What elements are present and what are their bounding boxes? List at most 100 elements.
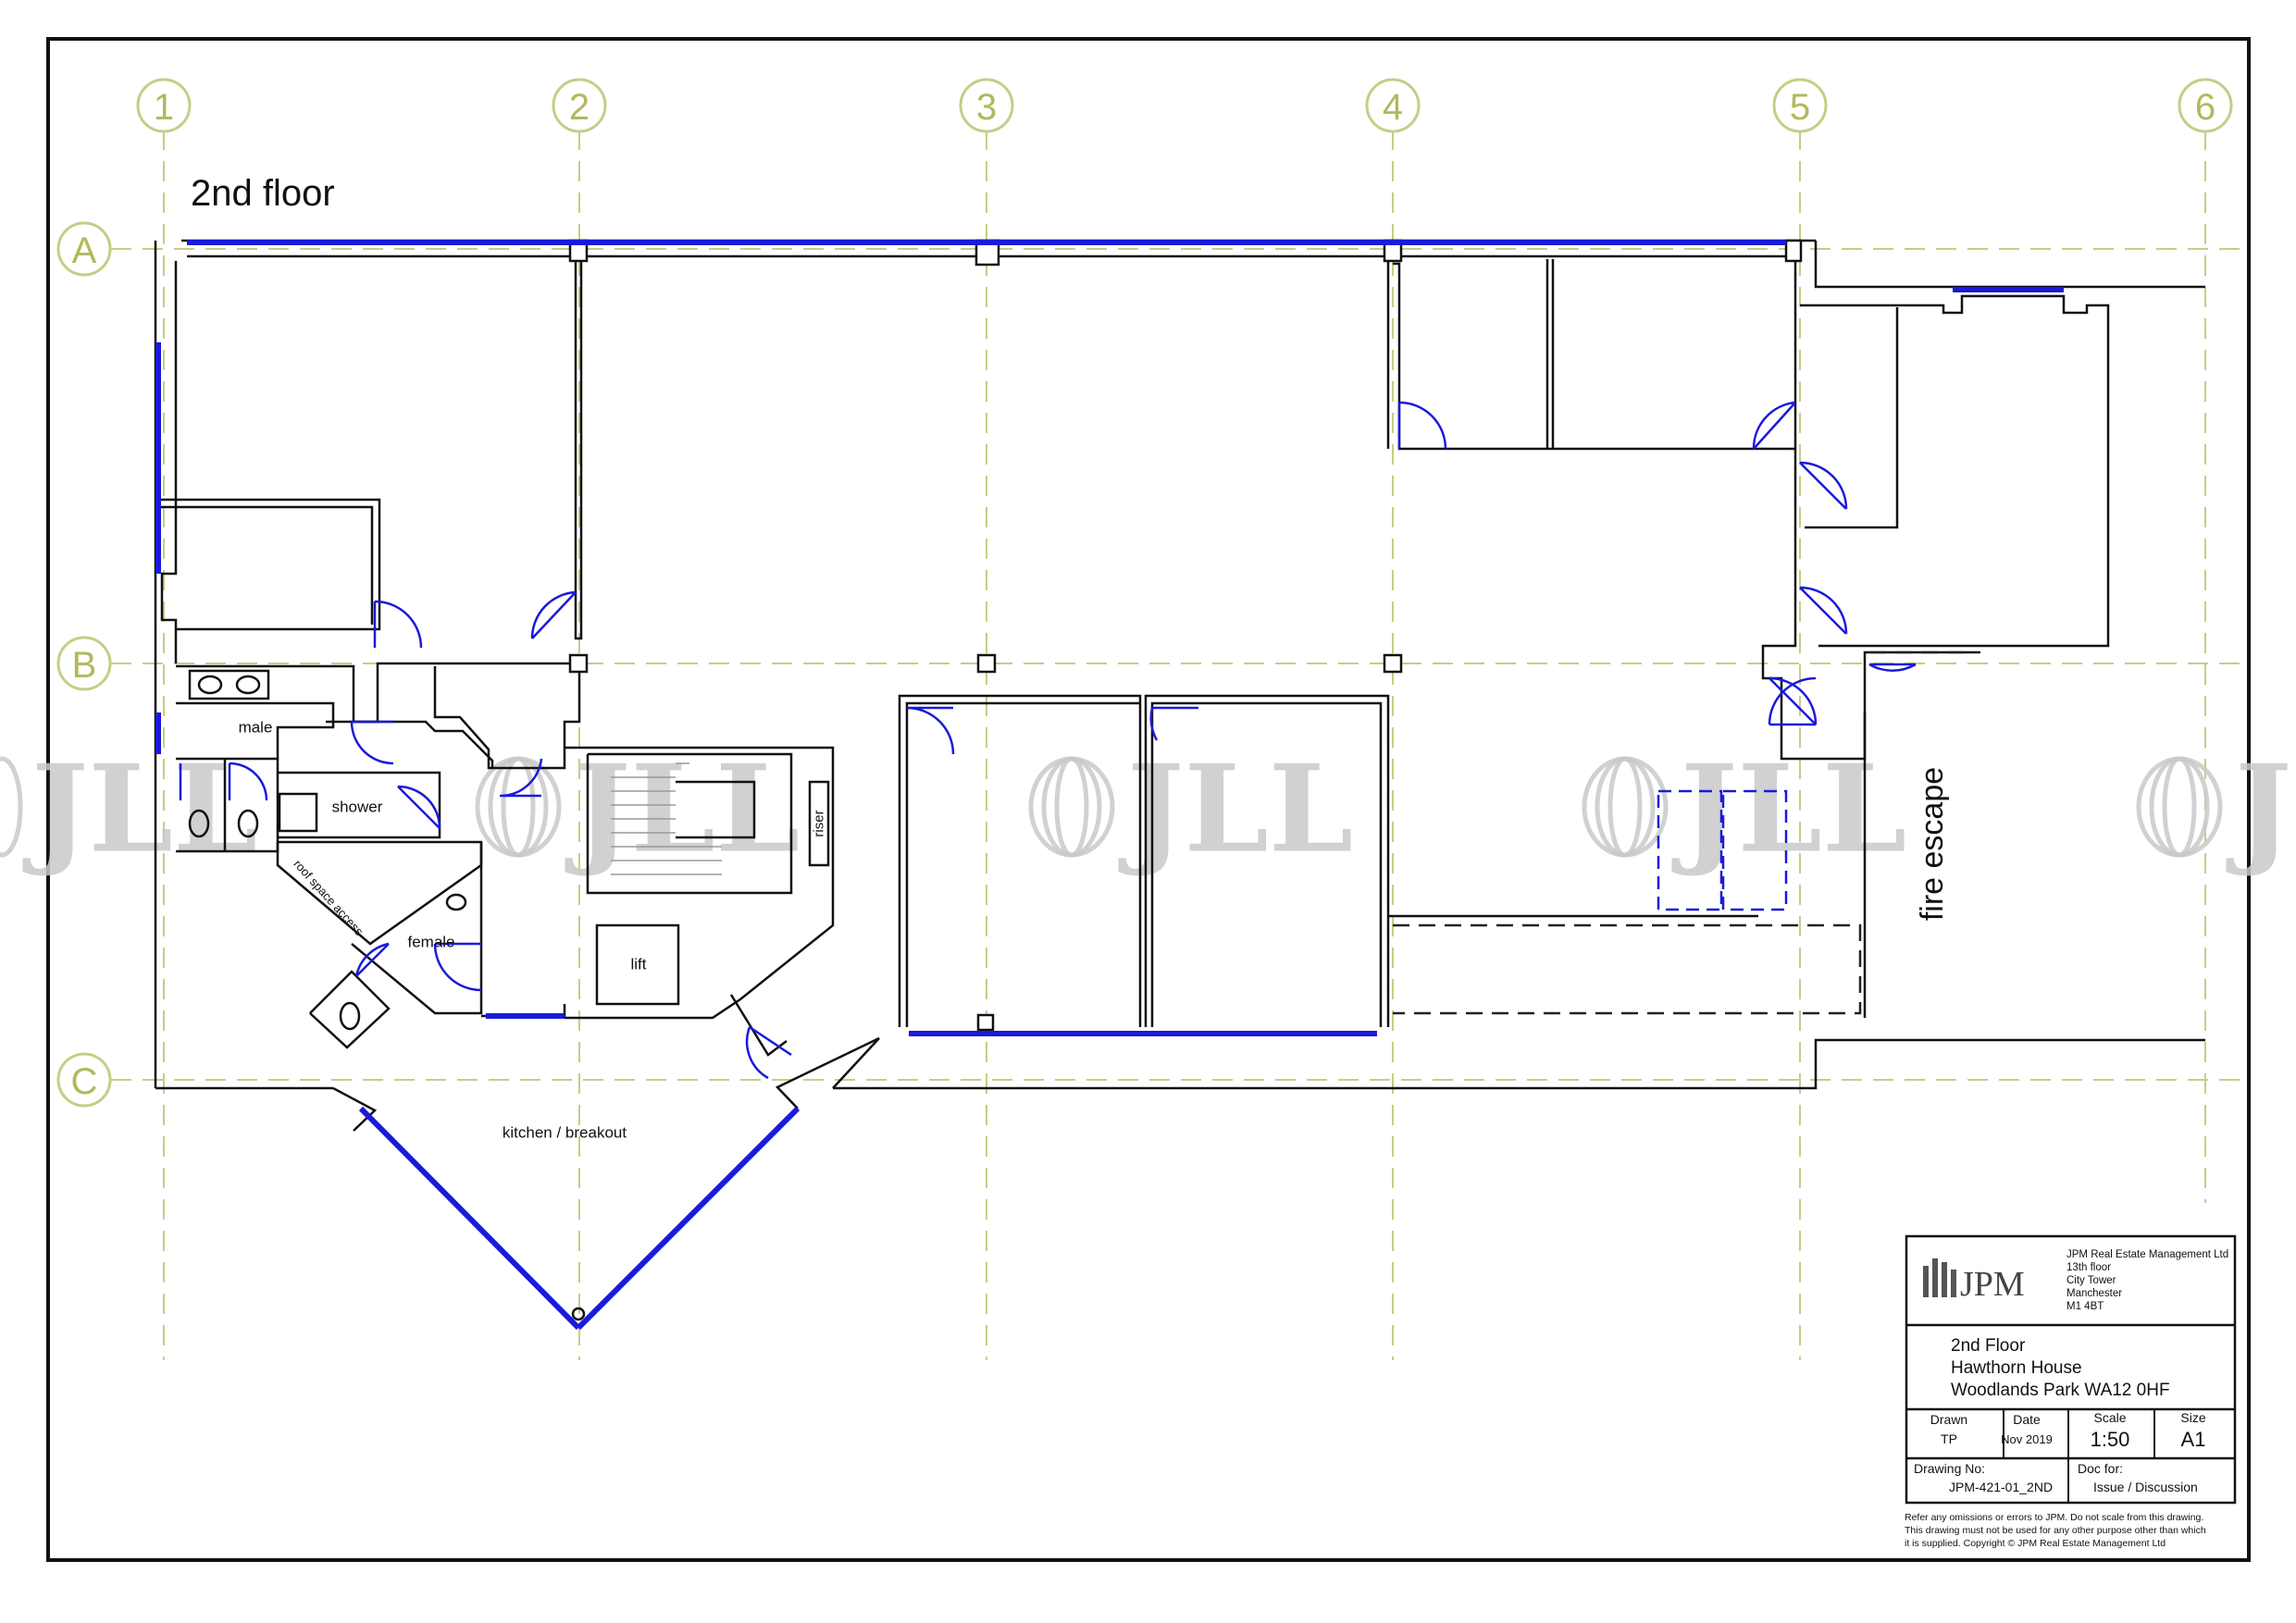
label-shower: shower (332, 799, 383, 816)
female-room-wall (351, 842, 483, 1015)
drawn-value: TP (1941, 1431, 1957, 1446)
jll-watermarks: JLL JLL JLL JLL JLL (0, 738, 2296, 880)
office-top-left-wall (161, 498, 381, 631)
grid-label-2: 2 (569, 87, 590, 128)
glazing-kitchen-se (576, 1106, 800, 1331)
door-lobby (499, 758, 543, 798)
company-line-5: M1 4BT (2066, 1301, 2104, 1312)
project-line-3: Woodlands Park WA12 0HF (1951, 1381, 2170, 1400)
label-riser: riser (812, 810, 827, 836)
watermark-text-2: JLL (565, 738, 800, 880)
glazing (155, 240, 2064, 1331)
shower-tray-icon (278, 792, 318, 833)
female-wc-wall (309, 970, 391, 1049)
label-fire-escape: fire escape (1915, 767, 1950, 921)
watermark-text-5: JLL (2226, 738, 2296, 880)
office-top-right-wall (1393, 262, 1795, 451)
grid-label-1: 1 (154, 87, 174, 128)
label-roof-space-access: roof space access (291, 857, 366, 938)
lower-dashed-area (1393, 923, 1862, 1015)
lower-office-2-inner (1150, 701, 1383, 1027)
grid-bubble-1 (136, 78, 192, 133)
drawing-no-value: JPM-421-01_2ND (1949, 1480, 2053, 1494)
door-east-4 (1768, 676, 1817, 726)
doors (179, 401, 1917, 1080)
watermark-text-4: JLL (1671, 738, 1906, 880)
watermark-1: JLL (0, 738, 257, 880)
grid-label-b: B (72, 645, 97, 686)
disclaimer-line-1: Refer any omissions or errors to JPM. Do… (1905, 1512, 2203, 1523)
column-2-wall (574, 256, 583, 640)
kitchen-corridor-wall (729, 994, 788, 1057)
door-kitchen-corridor (745, 1025, 792, 1080)
sink-icon-2 (235, 675, 261, 695)
watermark-text-3: JLL (1118, 738, 1353, 880)
column-b2 (568, 653, 589, 674)
door-female (433, 942, 482, 992)
drawing-no-label: Drawing No: (1914, 1461, 1985, 1476)
rooflight-1 (1657, 789, 1723, 911)
grid-bubble-a (56, 221, 112, 277)
outer-wall-south-east (833, 1038, 2205, 1090)
disclaimer-line-3: it is supplied. Copyright © JPM Real Est… (1905, 1538, 2166, 1549)
kitchen-apex-column (571, 1307, 586, 1321)
door-office-tr-1 (1397, 401, 1447, 450)
door-lower-office-1 (906, 706, 955, 755)
scale-label: Scale (2093, 1410, 2126, 1425)
east-partition-1 (1805, 307, 1899, 529)
rooflight-2 (1721, 789, 1788, 911)
plan-title: 2nd floor (191, 173, 335, 214)
grid-bubble-6 (2178, 78, 2233, 133)
title-block: JPM JPM Real Estate Management Ltd 13th … (1905, 1234, 2237, 1549)
grid-bubble-c (56, 1052, 112, 1108)
riser-box (808, 780, 830, 867)
grid-bubble-5 (1772, 78, 1828, 133)
wc-cubicles (176, 757, 279, 853)
grid-label-5: 5 (1790, 87, 1810, 128)
grid-label-3: 3 (976, 87, 997, 128)
door-east-3 (1769, 676, 1818, 725)
label-kitchen: kitchen / breakout (503, 1124, 627, 1142)
grid-bubble-3 (959, 78, 1014, 133)
kitchen-west-wall (332, 1086, 378, 1132)
east-column-wall (1761, 256, 1980, 761)
company-line-4: Manchester (2066, 1288, 2122, 1299)
glazing-kitchen-sw (358, 1106, 581, 1331)
door-fire-escape (1868, 663, 1917, 672)
sink-icon-female (445, 893, 467, 911)
column-c3 (976, 1013, 995, 1032)
date-value: Nov 2019 (2001, 1432, 2053, 1446)
grid-label-a: A (72, 230, 97, 271)
office-top-left-wall-2 (161, 505, 374, 625)
male-room-wall (176, 701, 335, 759)
watermark-4: JLL (1582, 738, 1906, 880)
core-corridor-wall (433, 663, 581, 770)
scale-value: 1:50 (2091, 1428, 2130, 1451)
toilet-icon-2 (237, 809, 259, 838)
toilet-icon-female (339, 1001, 361, 1031)
structural-grid: 1 2 3 4 5 6 A B C (56, 78, 2249, 1360)
door-east-2 (1799, 586, 1848, 635)
size-label: Size (2180, 1410, 2205, 1425)
kitchen-east-wall (775, 1036, 880, 1109)
watermark-text-1: JLL (22, 738, 257, 880)
watermark-3: JLL (1028, 738, 1353, 880)
lift-shaft (595, 923, 680, 1006)
sink-unit-male (188, 669, 270, 700)
east-wing-wall (1814, 241, 2205, 289)
label-male: male (239, 719, 273, 737)
jpm-logo-icon (1923, 1258, 1956, 1297)
project-line-1: 2nd Floor (1951, 1336, 2026, 1356)
label-female: female (407, 934, 454, 951)
drawn-label: Drawn (1930, 1412, 1967, 1427)
column-a5 (1784, 239, 1803, 263)
roof-access-wall (276, 840, 483, 946)
doc-for-label: Doc for: (2078, 1461, 2123, 1476)
stair-core-wall (565, 746, 835, 1020)
company-line-1: JPM Real Estate Management Ltd (2066, 1249, 2228, 1260)
shower-wall (278, 771, 441, 839)
grid-label-4: 4 (1383, 87, 1403, 128)
outer-wall-west-inner (160, 261, 178, 663)
sheet-border (46, 37, 2251, 1562)
